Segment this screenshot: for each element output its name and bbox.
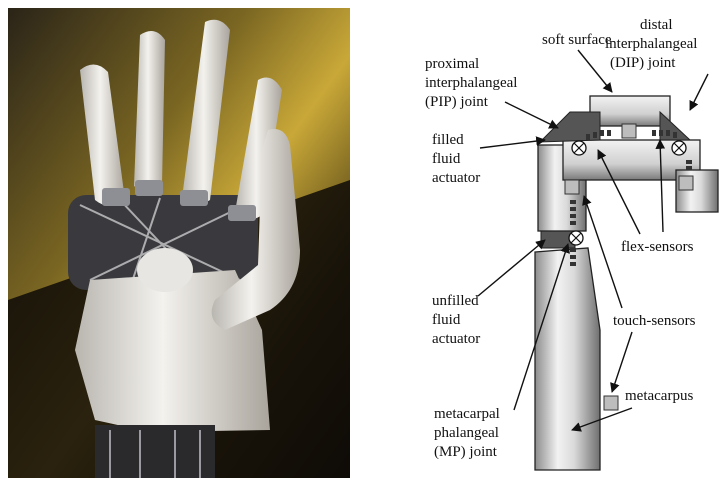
arrow-proximal bbox=[505, 102, 558, 128]
soft-surface-block bbox=[590, 96, 670, 126]
finger-diagram: soft surface distal interphalangeal (DIP… bbox=[425, 17, 718, 470]
label-mp-2: phalangeal bbox=[434, 425, 499, 441]
label-unfilled-1: unfilled bbox=[432, 293, 479, 309]
arrow-filled bbox=[480, 140, 545, 148]
robotic-hand-photo bbox=[8, 8, 350, 478]
label-proximal-3: (PIP) joint bbox=[425, 94, 489, 110]
filled-actuator-wedge bbox=[540, 112, 600, 142]
label-filled-1: filled bbox=[432, 132, 464, 148]
label-touch-sensors: touch-sensors bbox=[613, 313, 696, 329]
arrow-distal bbox=[690, 74, 708, 110]
label-proximal-2: interphalangeal bbox=[425, 75, 517, 91]
label-distal-1: distal bbox=[640, 17, 673, 33]
arrow-touch-2 bbox=[612, 332, 632, 392]
label-filled-3: actuator bbox=[432, 170, 480, 186]
label-flex-sensors: flex-sensors bbox=[621, 239, 694, 255]
label-distal-2: interphalangeal bbox=[605, 36, 697, 52]
arrow-soft-surface bbox=[578, 50, 612, 92]
label-filled-2: fluid bbox=[432, 151, 461, 167]
label-metacarpus: metacarpus bbox=[625, 388, 693, 404]
label-proximal-1: proximal bbox=[425, 56, 479, 72]
metacarpus-cylinder bbox=[535, 248, 600, 470]
label-unfilled-2: fluid bbox=[432, 312, 461, 328]
label-mp-3: (MP) joint bbox=[434, 444, 498, 460]
label-soft-surface: soft surface bbox=[542, 32, 612, 48]
label-mp-1: metacarpal bbox=[434, 406, 500, 422]
label-distal-3: (DIP) joint bbox=[610, 55, 676, 71]
label-unfilled-3: actuator bbox=[432, 331, 480, 347]
